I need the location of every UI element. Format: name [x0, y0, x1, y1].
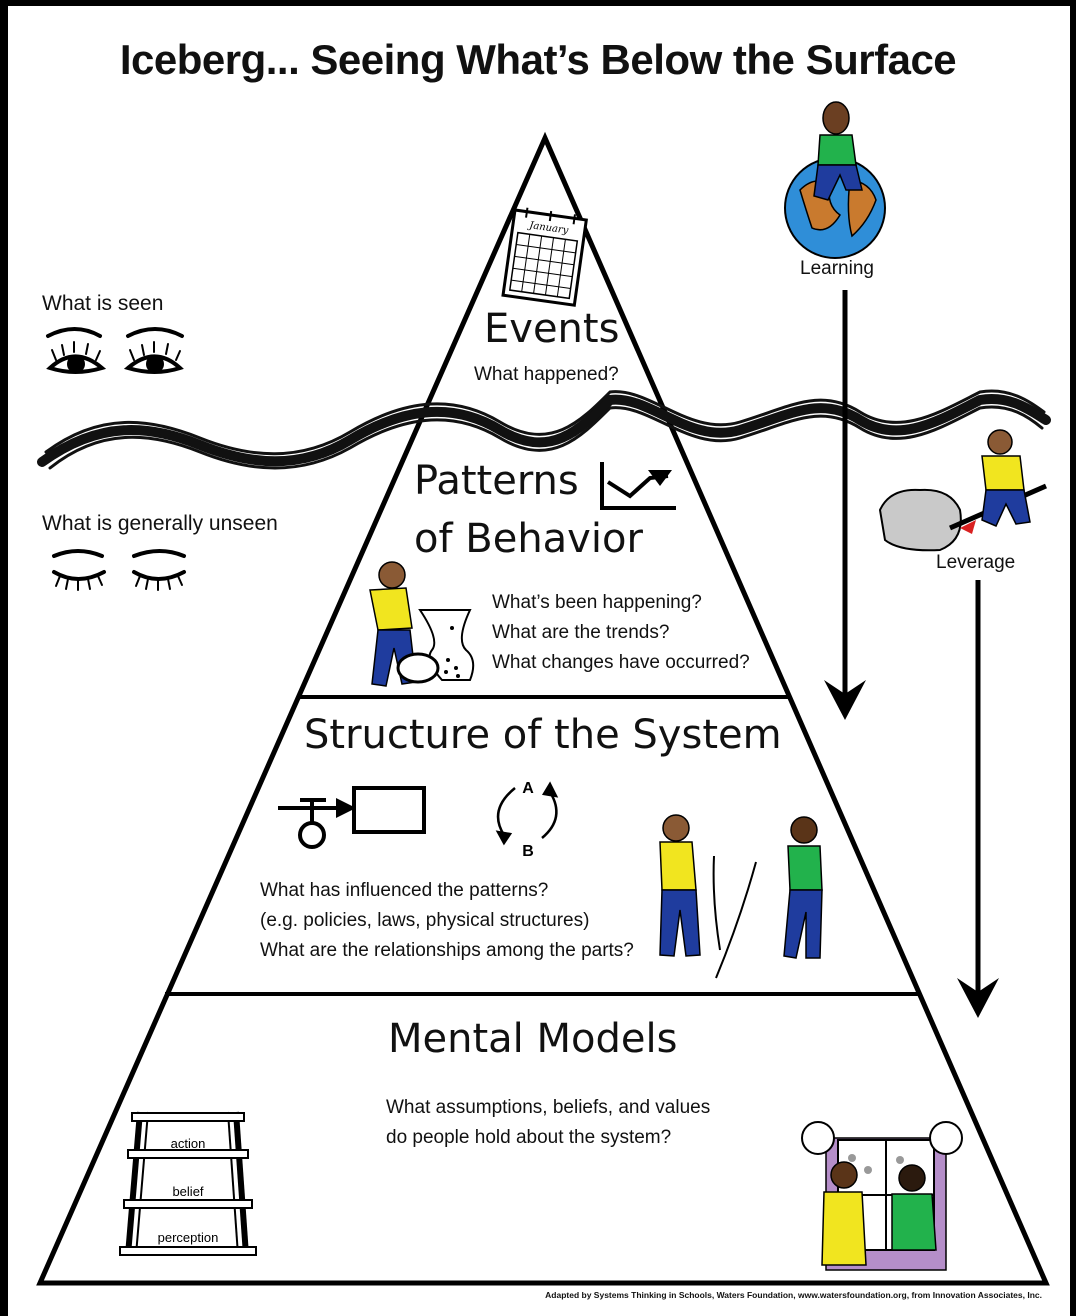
learning-label: Learning: [800, 258, 874, 279]
ladder-illustration: action belief perception: [119, 1111, 257, 1256]
mental-models-heading: Mental Models: [388, 1016, 678, 1062]
top-border: [0, 0, 1076, 6]
trend-graph-icon: [600, 462, 676, 510]
credit-line: Adapted by Systems Thinking in Schools, …: [545, 1290, 1042, 1300]
structure-heading: Structure of the System: [304, 712, 782, 758]
events-question: What happened?: [474, 364, 619, 385]
loop-label-b: B: [522, 843, 534, 860]
events-heading: Events: [484, 306, 620, 352]
patterns-heading-line1: Patterns: [414, 458, 579, 504]
learning-arrow: [824, 290, 866, 720]
right-border: [1070, 0, 1076, 1316]
calendar-icon: January: [501, 207, 588, 307]
what-is-seen-label: What is seen: [42, 292, 164, 315]
leverage-label: Leverage: [936, 552, 1016, 573]
ladder-label-action: action: [171, 1136, 206, 1151]
poster-title: Iceberg... Seeing What’s Below the Surfa…: [119, 36, 957, 83]
window-people-illustration: [801, 1121, 963, 1271]
mental-models-question-1: What assumptions, beliefs, and values: [386, 1097, 711, 1118]
pouring-person-illustration: [369, 561, 475, 687]
structure-question-3: What are the relationships among the par…: [260, 940, 634, 961]
structure-question-2: (e.g. policies, laws, physical structure…: [260, 910, 590, 931]
patterns-heading-line2: of Behavior: [414, 516, 643, 562]
mental-models-question-2: do people hold about the system?: [386, 1127, 672, 1148]
open-eyes-icon: [46, 327, 184, 374]
two-people-rope-illustration: [659, 814, 823, 979]
loop-label-a: A: [522, 780, 534, 797]
closed-eyes-icon: [52, 549, 186, 591]
patterns-question-3: What changes have occurred?: [492, 652, 750, 673]
ladder-label-belief: belief: [172, 1184, 203, 1199]
feedback-loop-icon: A B: [495, 780, 559, 860]
globe-learner-illustration: [784, 101, 886, 259]
ladder-label-perception: perception: [158, 1230, 219, 1245]
structure-question-1: What has influenced the patterns?: [260, 880, 549, 901]
leverage-illustration: [878, 429, 1048, 552]
pyramid-outline: [36, 131, 1050, 1286]
leverage-arrow: [957, 580, 999, 1018]
stock-flow-icon: [278, 786, 426, 849]
left-border: [0, 0, 8, 1316]
what-is-unseen-label: What is generally unseen: [42, 512, 278, 535]
water-line: [37, 389, 1051, 470]
patterns-question-2: What are the trends?: [492, 622, 670, 643]
patterns-question-1: What’s been happening?: [492, 592, 702, 613]
